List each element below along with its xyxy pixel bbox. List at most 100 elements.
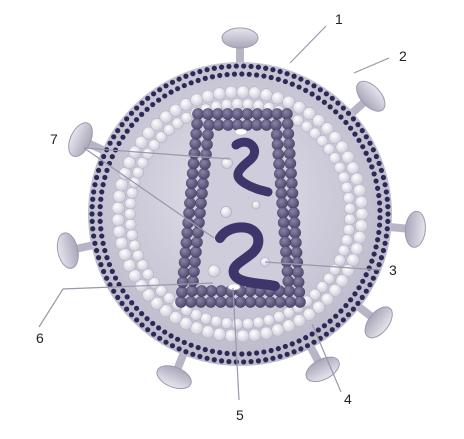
envelope-dot: [351, 307, 356, 312]
envelope-dot: [196, 345, 201, 350]
matrix-bead: [213, 88, 225, 100]
envelope-dot: [377, 208, 382, 213]
capsid-bead: [177, 277, 188, 288]
capsid-bead: [272, 108, 283, 119]
envelope-dot: [210, 74, 215, 79]
envelope-dot: [129, 123, 134, 128]
envelope-dot: [346, 111, 351, 116]
envelope-dot: [203, 347, 208, 352]
matrix-bead: [354, 184, 366, 196]
envelope-dot: [303, 88, 308, 93]
envelope-dot: [351, 116, 356, 121]
capsid-bead: [190, 246, 201, 257]
envelope-dot: [385, 219, 390, 224]
capsid-bead: [205, 296, 216, 307]
leader-line-1: [290, 26, 326, 63]
matrix-bead: [260, 89, 272, 101]
envelope-dot: [263, 66, 268, 71]
envelope-dot: [170, 80, 175, 85]
envelope-dot: [341, 105, 346, 110]
label-5: 5: [236, 407, 244, 423]
capsid-bead: [198, 168, 209, 179]
capsid-bead: [255, 296, 266, 307]
label-7: 7: [50, 131, 58, 147]
envelope-dot: [373, 178, 378, 183]
matrix-bead: [343, 193, 354, 204]
envelope-dot: [190, 71, 195, 76]
envelope-dot: [175, 337, 180, 342]
envelope-dot: [98, 262, 103, 267]
envelope-dot: [377, 215, 382, 220]
capsid-bead: [212, 108, 223, 119]
matrix-bead: [126, 230, 137, 241]
envelope-dot: [364, 272, 369, 277]
envelope-dot: [305, 80, 310, 85]
capsid-bead: [235, 296, 246, 307]
envelope-dot: [107, 262, 112, 267]
envelope-dot: [212, 357, 217, 362]
envelope-dot: [379, 255, 384, 260]
capsid-bead: [276, 188, 287, 199]
spike-1: [222, 28, 258, 66]
capsid-bead: [288, 197, 299, 208]
envelope-dot: [385, 226, 390, 231]
capsid-bead: [270, 119, 281, 130]
capsid-bead: [176, 287, 187, 298]
envelope-dot: [283, 344, 288, 349]
envelope-dot: [168, 333, 173, 338]
matrix-bead: [283, 320, 295, 332]
capsid-bead: [245, 296, 256, 307]
envelope-dot: [372, 171, 377, 176]
envelope-dot: [311, 340, 316, 345]
matrix-bead: [115, 237, 127, 249]
capsid-bead: [201, 139, 212, 150]
label-2: 2: [399, 48, 407, 64]
envelope-dot: [256, 358, 261, 363]
envelope-dot: [355, 301, 360, 306]
capsid-bead: [273, 149, 284, 160]
envelope-dot: [338, 114, 343, 119]
matrix-bead: [112, 202, 124, 214]
envelope-dot: [91, 189, 96, 194]
capsid-bead: [186, 285, 197, 296]
envelope-dot: [98, 219, 103, 224]
label-3: 3: [389, 262, 397, 278]
matrix-bead: [260, 327, 272, 339]
envelope-dot: [324, 91, 329, 96]
envelope-dot: [241, 359, 246, 364]
matrix-bead: [351, 173, 363, 185]
envelope-dot: [98, 204, 103, 209]
matrix-bead: [124, 208, 135, 219]
envelope-dot: [360, 144, 365, 149]
envelope-dot: [254, 350, 259, 355]
inner-ellipse: [235, 129, 247, 135]
matrix-bead: [113, 225, 125, 237]
envelope-dot: [224, 72, 229, 77]
envelope-dot: [217, 350, 222, 355]
envelope-dot: [102, 175, 107, 180]
matrix-bead: [129, 240, 140, 251]
envelope-dot: [298, 346, 303, 351]
envelope-dot: [356, 138, 361, 143]
envelope-dot: [150, 321, 155, 326]
capsid-bead: [283, 128, 294, 139]
envelope-dot: [247, 72, 252, 77]
capsid-bead: [192, 108, 203, 119]
envelope-dot: [156, 325, 161, 330]
envelope-dot: [90, 204, 95, 209]
envelope-dot: [182, 340, 187, 345]
envelope-dot: [183, 74, 188, 79]
capsid-bead: [242, 108, 253, 119]
capsid-bead: [273, 158, 284, 169]
matrix-bead: [125, 219, 136, 230]
envelope-dot: [99, 189, 104, 194]
capsid-bead: [281, 108, 292, 119]
matrix-bead: [211, 316, 222, 327]
envelope-dot: [360, 295, 365, 300]
envelope-dot: [316, 327, 321, 332]
envelope-dot: [190, 352, 195, 357]
envelope-dot: [134, 317, 139, 322]
envelope-dot: [276, 77, 281, 82]
envelope-dot: [219, 65, 224, 70]
envelope-dot: [374, 154, 379, 159]
